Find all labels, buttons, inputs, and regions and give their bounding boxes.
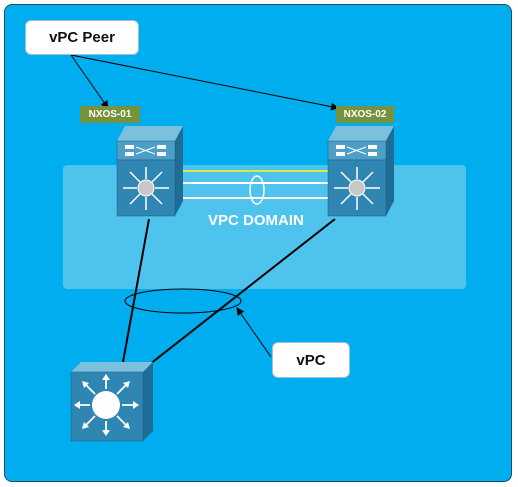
- uplink-1: [122, 218, 150, 363]
- vpc-arrow: [236, 307, 272, 358]
- nexus-switch-icon: [116, 126, 183, 217]
- peer-arrow-2: [70, 54, 339, 111]
- vpc-callout: vPC: [272, 342, 350, 378]
- port-channel-ellipse: [249, 175, 265, 205]
- vpc-ellipse: [124, 288, 242, 314]
- peer-arrow-1: [70, 54, 109, 109]
- layer3-switch-icon: [70, 362, 153, 442]
- uplink-2: [144, 218, 336, 369]
- switch-tag-nxos-02: NXOS-02: [336, 106, 394, 123]
- switch-tag-nxos-01: NXOS-01: [80, 106, 140, 123]
- vpc-domain-label: VPC DOMAIN: [208, 212, 304, 229]
- diagram-drawing: [70, 54, 394, 442]
- diagram-canvas: NXOS-01 NXOS-02 VPC DOMAIN vPC Peer vPC: [4, 4, 512, 482]
- vpc-peer-callout: vPC Peer: [25, 20, 139, 55]
- nexus-switch-icon: [327, 126, 394, 217]
